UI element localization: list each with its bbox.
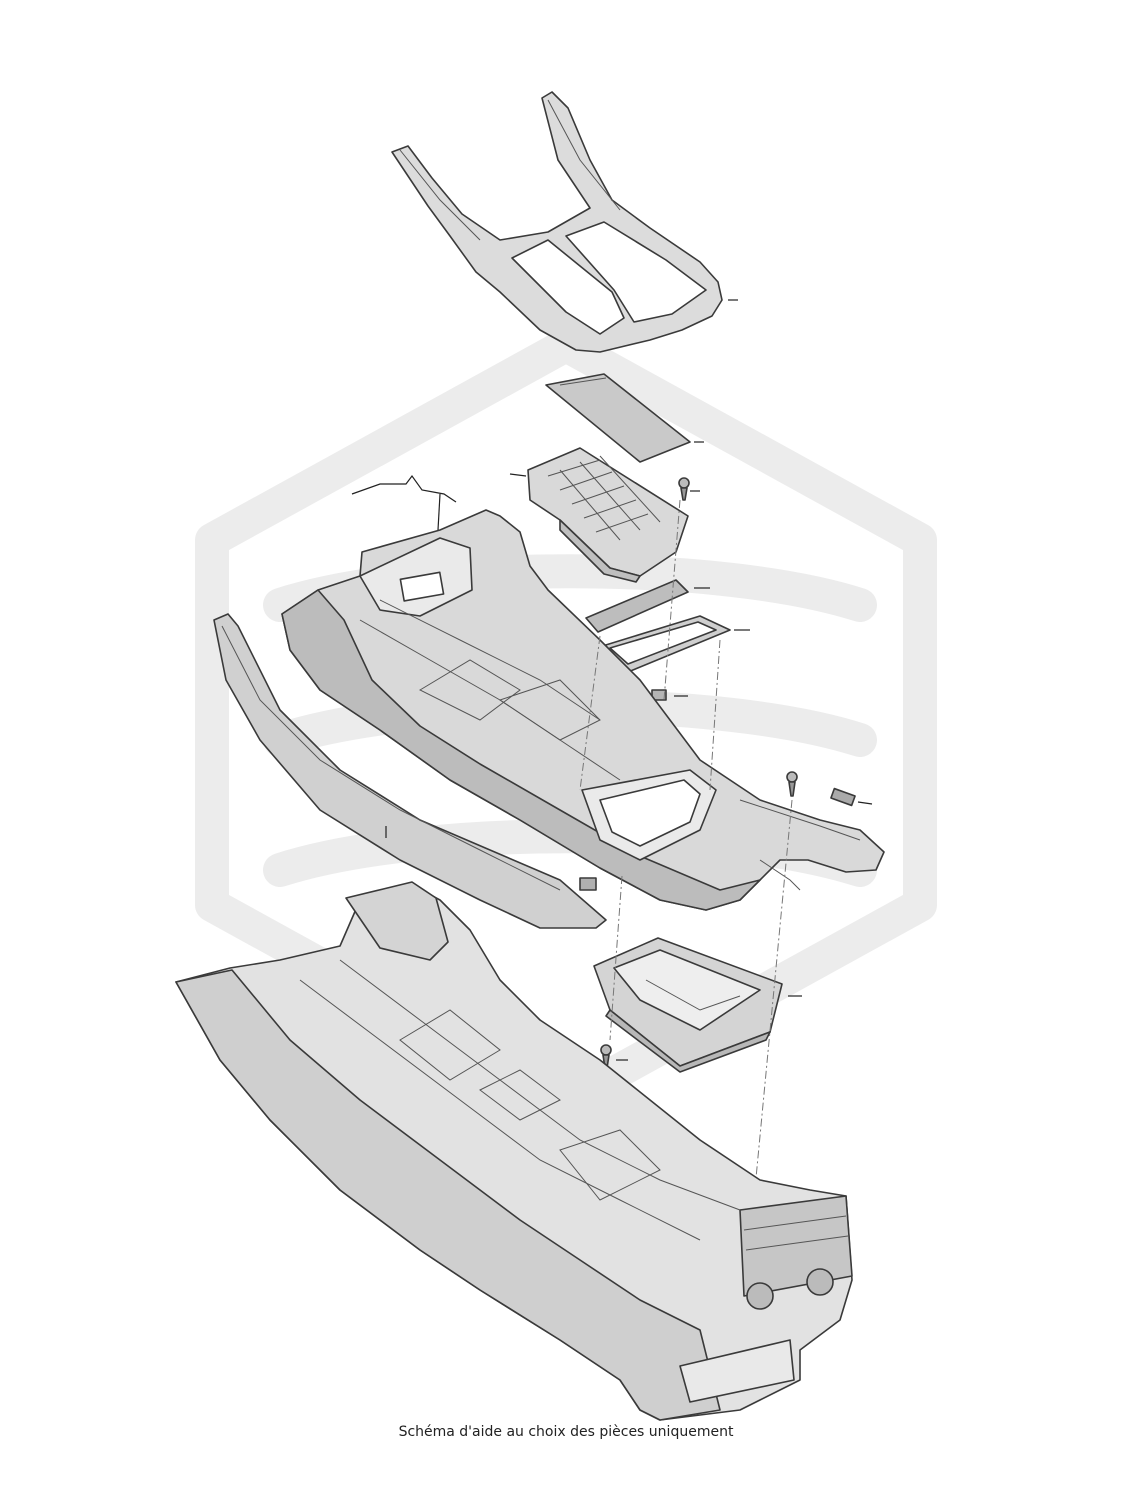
- clip-side[interactable]: [579, 877, 597, 891]
- storage-mat[interactable]: [545, 373, 691, 463]
- trim-strip[interactable]: [585, 579, 689, 633]
- switch-module[interactable]: [527, 447, 689, 583]
- top-trim-frame[interactable]: [391, 91, 723, 353]
- storage-tray[interactable]: [593, 937, 783, 1073]
- console-carrier[interactable]: [281, 509, 885, 911]
- assembly-guides: [579, 499, 793, 1221]
- small-switch[interactable]: [830, 787, 856, 807]
- screw-right[interactable]: [786, 771, 798, 797]
- side-trim-panel[interactable]: [213, 613, 607, 929]
- console-base[interactable]: [175, 881, 853, 1421]
- carrier-leader: [351, 474, 457, 531]
- diagram-caption: Schéma d'aide au choix des pièces unique…: [398, 1424, 734, 1440]
- screw-top[interactable]: [678, 477, 690, 501]
